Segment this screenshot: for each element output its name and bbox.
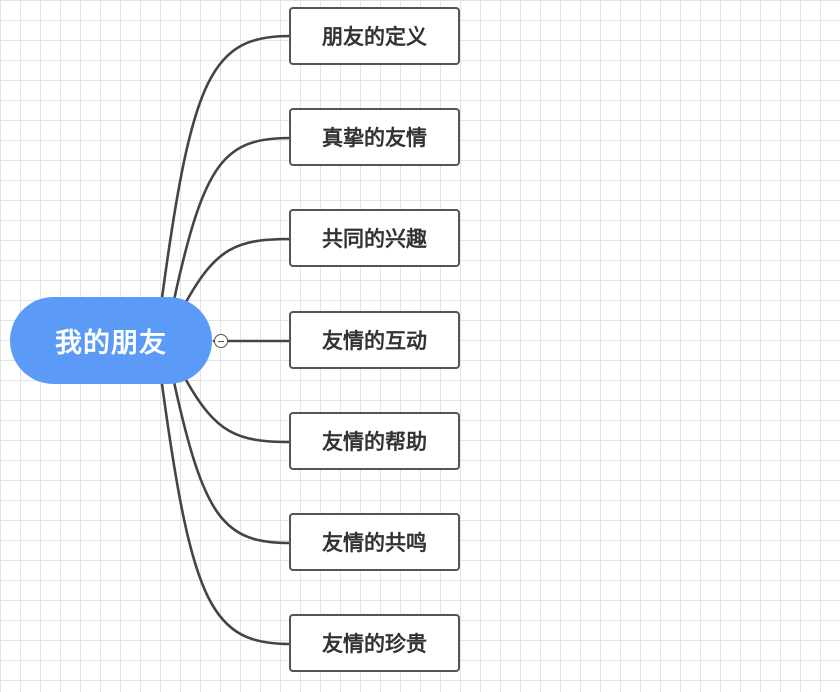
collapse-toggle-icon[interactable] xyxy=(214,334,228,348)
topic-node-3[interactable]: 共同的兴趣 xyxy=(289,209,460,267)
connector-line-2 xyxy=(172,136,292,302)
topic-node-5[interactable]: 友情的帮助 xyxy=(289,412,460,470)
connector-line-3 xyxy=(184,237,292,304)
topic-node-2[interactable]: 真挚的友情 xyxy=(289,108,460,166)
central-topic[interactable]: 我的朋友 xyxy=(10,297,212,384)
connector-line-6 xyxy=(172,380,292,545)
topic-node-6[interactable]: 友情的共鸣 xyxy=(289,513,460,571)
connector-line-5 xyxy=(184,378,292,444)
topic-node-1[interactable]: 朋友的定义 xyxy=(289,7,460,65)
topic-node-7[interactable]: 友情的珍贵 xyxy=(289,614,460,672)
connector-line-1 xyxy=(160,34,292,300)
connector-line-7 xyxy=(160,382,292,646)
topic-node-4[interactable]: 友情的互动 xyxy=(289,311,460,369)
